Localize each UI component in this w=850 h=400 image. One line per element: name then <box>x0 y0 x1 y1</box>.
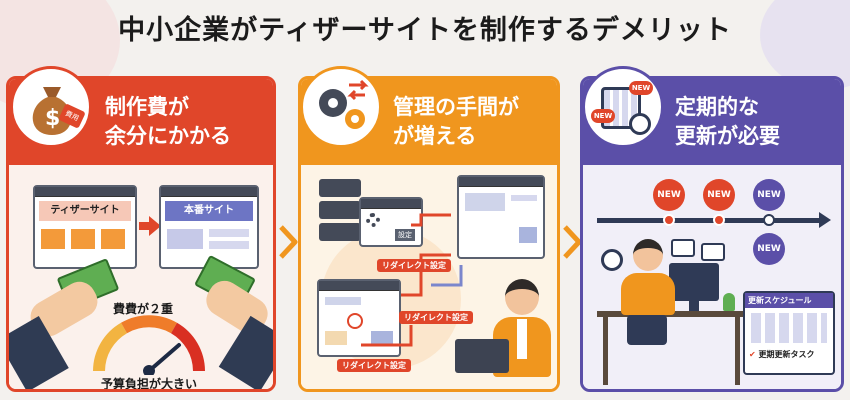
chart-bubble-icon <box>701 243 725 261</box>
money-bag-icon: $ <box>32 87 72 135</box>
new-badge-4: NEW <box>753 233 785 265</box>
calendar-icon-circle: NEW NEW <box>582 66 664 148</box>
svg-text:$: $ <box>45 106 60 131</box>
page-title: 中小企業がティザーサイトを制作するデメリット <box>118 15 732 46</box>
redirect-label-3: リダイレクト設定 <box>337 359 411 372</box>
plant-icon <box>723 293 735 311</box>
panel-cost: 制作費が 余分にかかる ティザーサイト 本番サイト 費費が２重 予算負担が大きい <box>6 76 276 392</box>
chat-bubble-icon <box>671 239 695 257</box>
main-site-window: 本番サイト <box>159 185 259 269</box>
panel-update-heading: 定期的な 更新が必要 <box>675 95 780 148</box>
icon-new-badge-1: NEW <box>629 81 653 95</box>
arrow-right <box>139 222 151 230</box>
icon-new-badge-2: NEW <box>591 109 615 123</box>
blocked-icon <box>347 313 363 329</box>
panel-cost-heading: 制作費が 余分にかかる <box>105 95 231 148</box>
new-badge-2: NEW <box>703 179 735 211</box>
budget-burden-label: 予算負担が大きい <box>100 377 197 391</box>
chevron-right-icon <box>279 225 298 259</box>
task-label: 更期更新タスク <box>758 350 815 359</box>
monitor-icon <box>669 263 719 301</box>
redirect-label-1: リダイレクト設定 <box>377 259 451 272</box>
person-icon <box>619 239 679 349</box>
gears-icon-circle <box>300 66 382 148</box>
server-icon <box>319 179 361 245</box>
clock-icon <box>601 249 623 271</box>
main-site-label: 本番サイト <box>165 201 253 221</box>
settings-label: 設定 <box>395 229 415 241</box>
redirect-paths <box>361 213 463 347</box>
schedule-title: 更新スケジュール <box>745 293 833 308</box>
money-bag-icon-circle: $ 費用 <box>10 66 92 148</box>
laptop-icon <box>455 339 509 373</box>
teaser-site-label: ティザーサイト <box>39 201 131 221</box>
new-badge-1: NEW <box>653 179 685 211</box>
chevron-right-icon-2 <box>563 225 582 259</box>
gear-small-icon <box>366 213 380 227</box>
timeline <box>597 218 821 223</box>
budget-gauge-icon <box>93 315 205 375</box>
panel-management-heading: 管理の手間が が増える <box>393 95 519 148</box>
cost-double-label: 費費が２重 <box>113 302 174 316</box>
teaser-site-window: ティザーサイト <box>33 185 137 269</box>
new-badge-3: NEW <box>753 179 785 211</box>
gears-icon <box>319 79 369 129</box>
check-icon: ✔ <box>749 350 756 359</box>
page-window-top <box>457 175 545 259</box>
redirect-label-2: リダイレクト設定 <box>399 311 473 324</box>
schedule-card: 更新スケジュール ✔ 更期更新タスク <box>743 291 835 375</box>
